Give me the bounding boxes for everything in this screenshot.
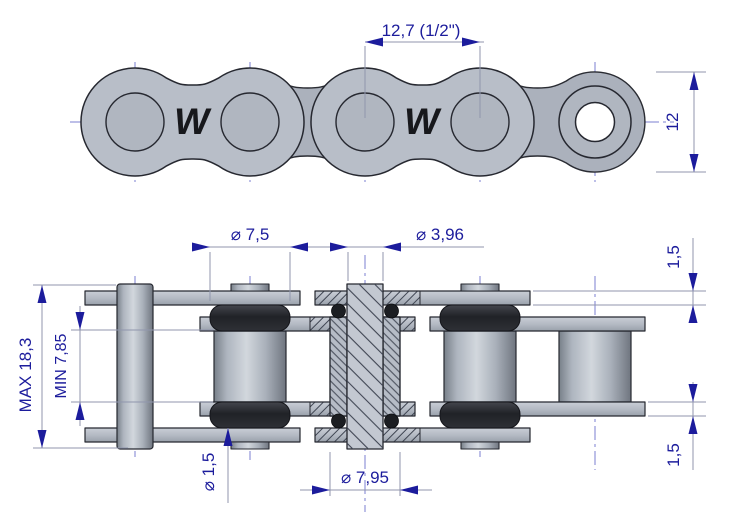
max-width-dimension: MAX 18,3 (16, 284, 128, 449)
plate-thickness-bottom-label: 1,5 (664, 443, 683, 467)
pin-diameter-dimension: ⌀ 3,96 (330, 225, 464, 281)
brand-logo-2: W (401, 100, 444, 142)
pitch-label: 12,7 (1/2") (382, 21, 461, 40)
bushing-od-label: ⌀ 7,95 (341, 468, 389, 487)
min-width-label: MIN 7,85 (53, 333, 70, 398)
bushing-od-dimension: ⌀ 7,95 (300, 452, 432, 496)
pin-holes-top-view (105, 92, 510, 152)
plate-height-label: 12 (663, 113, 682, 132)
orings (209, 304, 521, 429)
oring (209, 304, 291, 332)
pin-cap (460, 283, 500, 292)
bottom-view: ⌀ 7,5 ⌀ 3,96 MAX 18,3 (16, 225, 706, 512)
oring-cord-dimension: ⌀ 1,5 (199, 428, 233, 503)
oring (209, 401, 291, 429)
rollers (213, 330, 632, 403)
pitch-dimension: 12,7 (1/2") (364, 21, 484, 118)
pin (116, 283, 154, 450)
oring-section-circles (331, 303, 399, 429)
bushing-section (329, 316, 401, 417)
roller (443, 330, 517, 403)
oring-cord-label: ⌀ 1,5 (199, 453, 218, 492)
oring (439, 401, 521, 429)
pin-diameter-label: ⌀ 3,96 (416, 225, 464, 244)
pin-cap (230, 441, 270, 450)
plate-thickness-top-label: 1,5 (664, 245, 683, 269)
pin-cap (230, 283, 270, 292)
plate-height-dimension: 12 (656, 71, 706, 173)
plate-thickness-top-dimension: 1,5 (533, 238, 706, 323)
max-width-label: MAX 18,3 (16, 338, 35, 413)
oring (439, 304, 521, 332)
roller (213, 330, 287, 403)
oring-od-label: ⌀ 7,5 (231, 225, 270, 244)
brand-logo-1: W (171, 100, 214, 142)
plate-thickness-bottom-dimension: 1,5 (648, 382, 706, 470)
pin-cap (460, 441, 500, 450)
min-width-dimension: MIN 7,85 (53, 306, 213, 426)
roller (558, 330, 632, 403)
top-view: W W 12,7 (1/2") (70, 21, 706, 182)
open-bushing-end (558, 85, 632, 159)
pin-section (346, 283, 384, 450)
